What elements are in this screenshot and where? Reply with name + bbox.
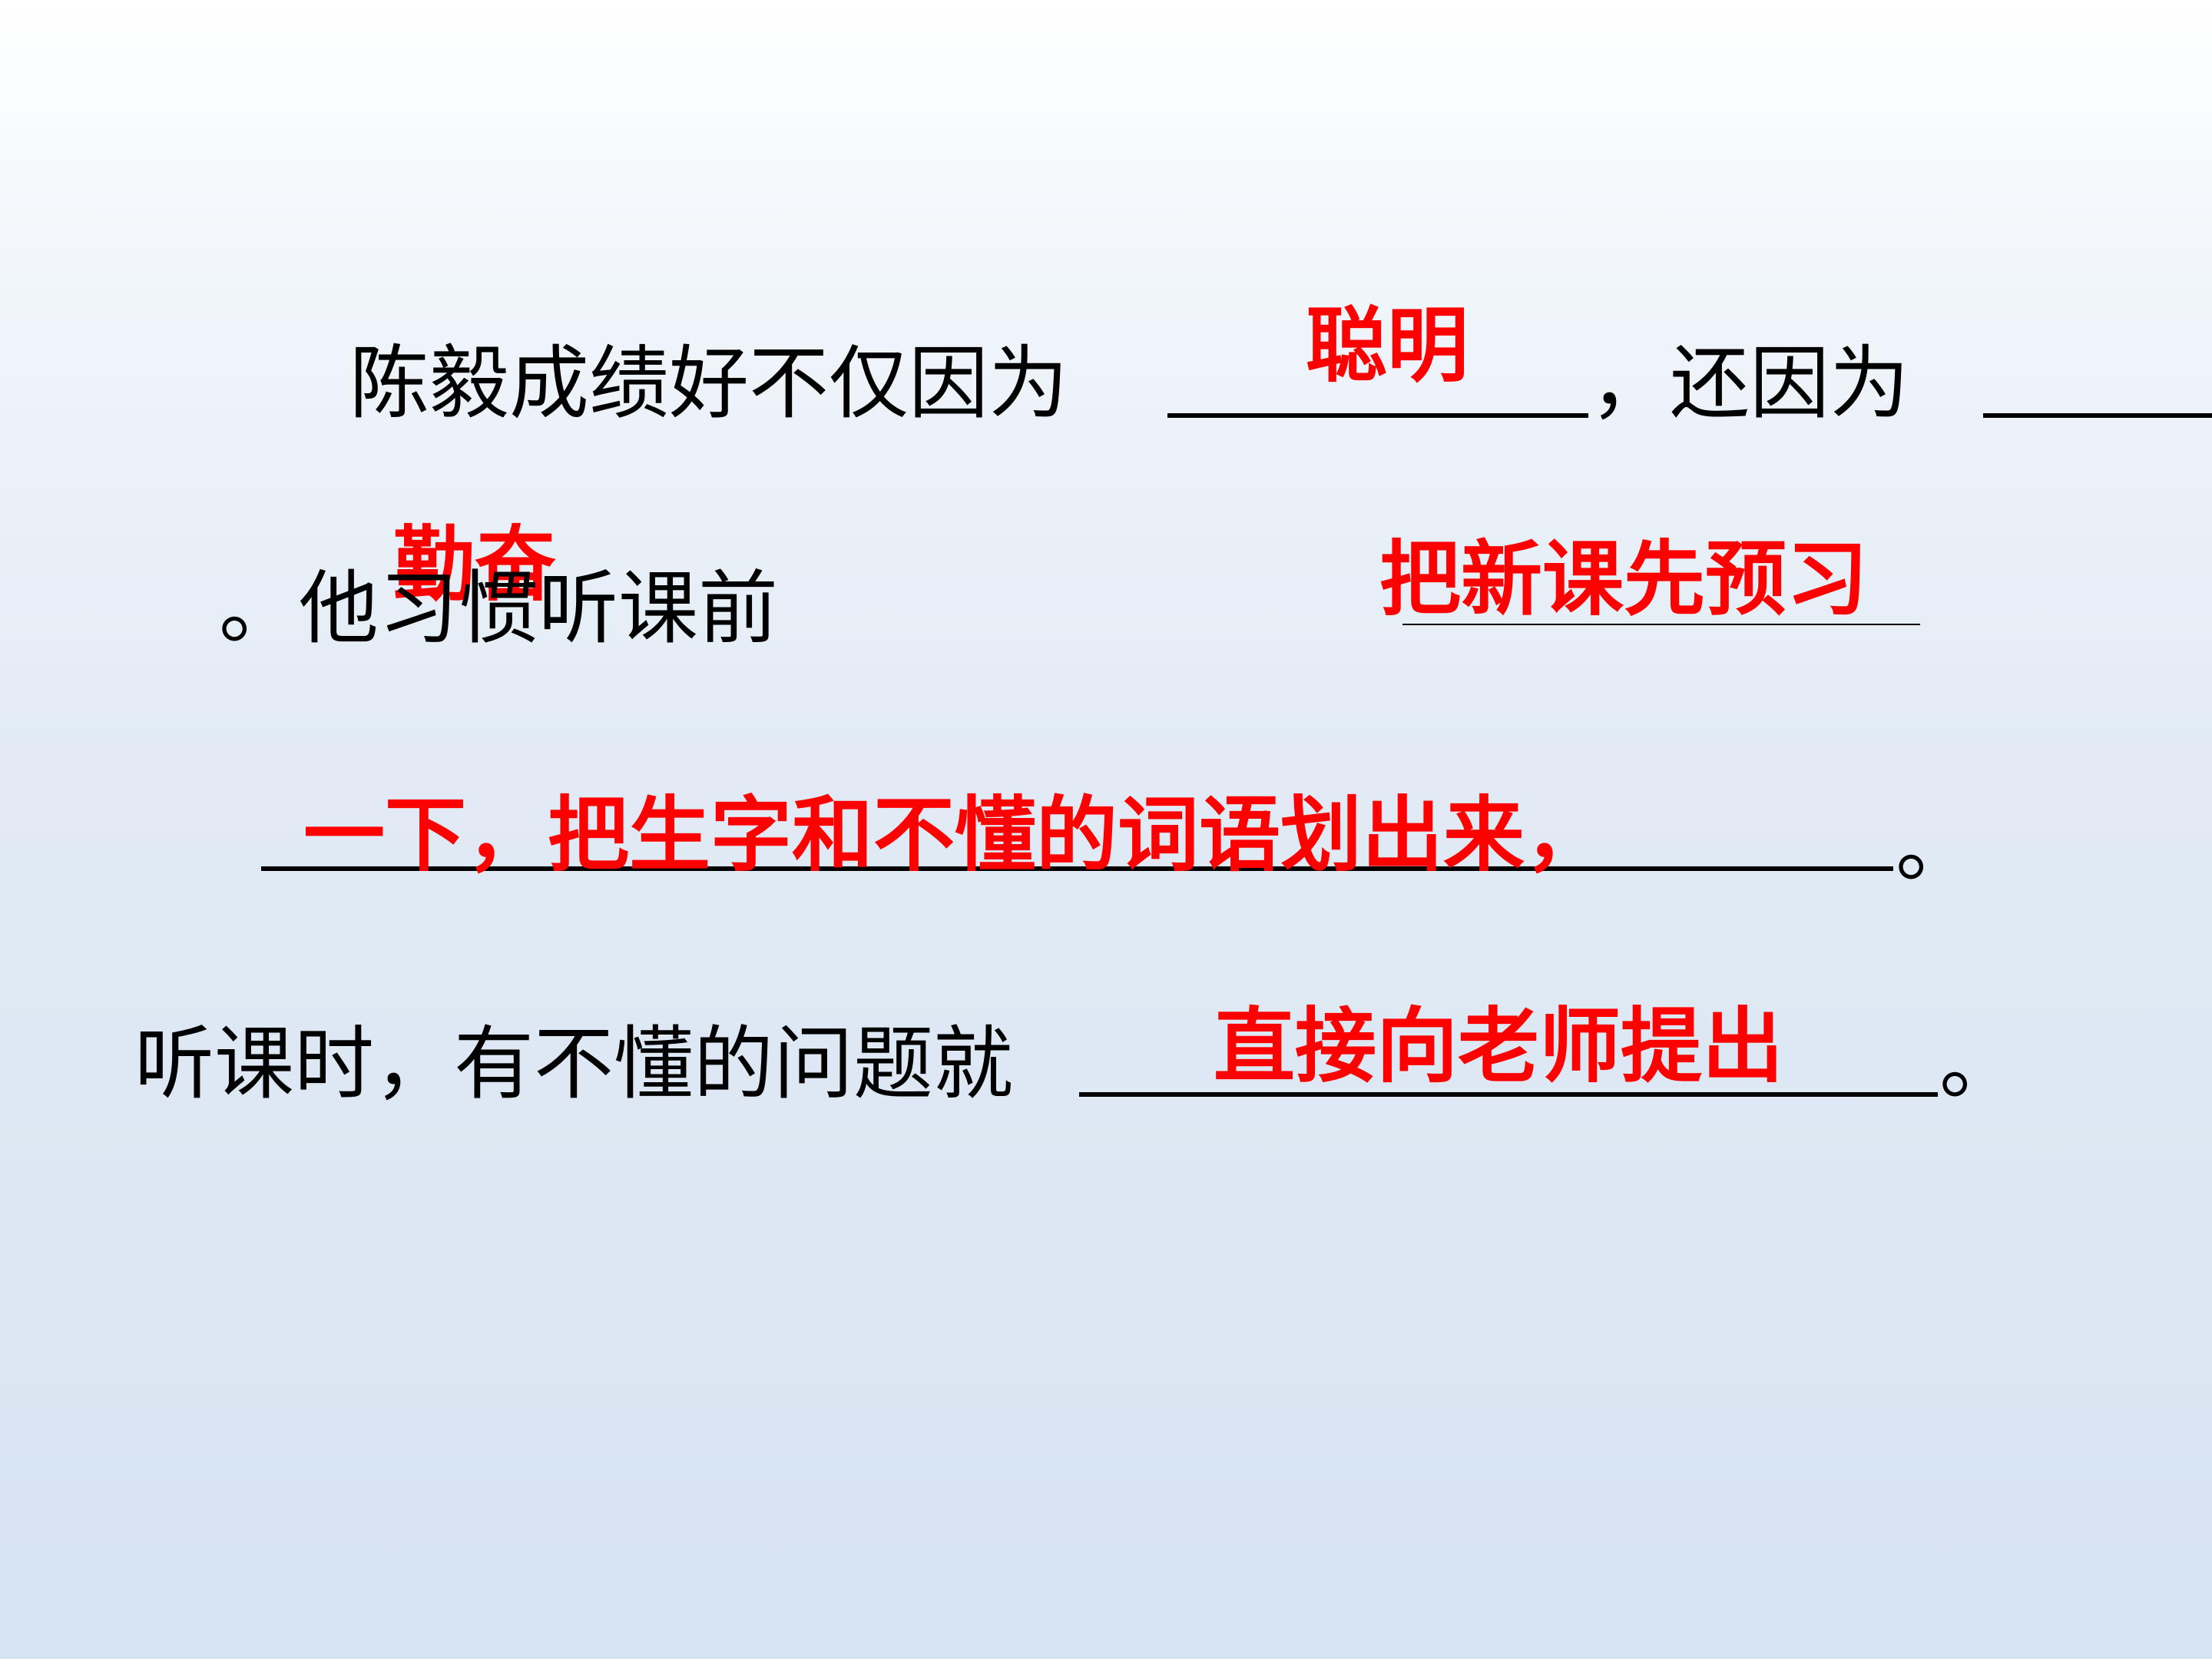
line1-prefix-text: 陈毅成绩好不仅因为 bbox=[349, 336, 1069, 430]
answer-4-text: 一下，把生字和不懂的词语划出来， bbox=[303, 788, 1606, 882]
line4-suffix-text: 。 bbox=[1939, 1017, 2020, 1111]
blank-4 bbox=[261, 866, 1893, 871]
answer-5-text: 直接向老师提出 bbox=[1214, 999, 1783, 1094]
line1-middle-text: ，还因为 bbox=[1590, 336, 1910, 430]
answer-1-text: 聪明 bbox=[1306, 299, 1469, 393]
line4-prefix-text: 听课时，有不懂的问题就 bbox=[134, 1017, 1014, 1111]
blank-3 bbox=[1402, 624, 1920, 625]
blank-5 bbox=[1079, 1092, 1938, 1097]
blank-1 bbox=[1167, 413, 1588, 418]
line2-prefix-text: 。他习惯听课前 bbox=[219, 561, 779, 655]
answer-3-text: 把新课先预习 bbox=[1379, 532, 1868, 627]
answer-2-text: 勤奋 bbox=[393, 518, 556, 612]
blank-2 bbox=[1983, 413, 2212, 418]
line3-suffix-text: 。 bbox=[1896, 800, 1976, 893]
